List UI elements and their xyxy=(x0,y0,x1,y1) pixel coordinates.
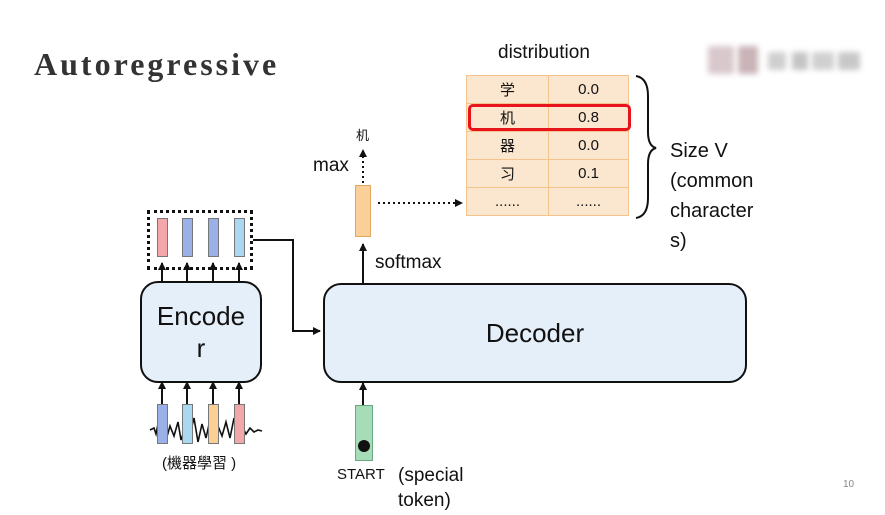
table-row: 器 0.0 xyxy=(466,131,629,160)
page-number: 10 xyxy=(843,479,855,490)
char-cell: 学 xyxy=(466,75,549,104)
input-vector-3 xyxy=(208,404,219,444)
start-note: (special token) xyxy=(398,465,464,511)
encoder-output-group xyxy=(147,210,253,270)
table-row: 学 0.0 xyxy=(466,75,629,104)
char-cell: ...... xyxy=(466,187,549,216)
encoder-output-vector-1 xyxy=(157,218,168,257)
slide-title: Autoregressive xyxy=(34,46,280,82)
input-caption: (機器學習 ) xyxy=(162,455,237,472)
encoder-block: Encode r xyxy=(140,281,262,383)
start-label: START xyxy=(337,466,385,483)
input-vector-4 xyxy=(234,404,245,444)
decoder-output-vector xyxy=(355,185,371,237)
max-output-char: 机 xyxy=(356,128,370,143)
distribution-label: distribution xyxy=(498,42,590,63)
decoder-block: Decoder xyxy=(323,283,747,383)
char-cell: 器 xyxy=(466,131,549,160)
encoder-output-vector-4 xyxy=(234,218,245,257)
encoder-output-vector-3 xyxy=(208,218,219,257)
encoder-output-vector-2 xyxy=(182,218,193,257)
vocab-size-label: Size V (common character s) xyxy=(670,140,754,252)
table-row: ...... ...... xyxy=(466,187,629,216)
prob-cell: 0.0 xyxy=(548,131,629,160)
highlighted-row-outline xyxy=(468,104,631,131)
max-label: max xyxy=(313,155,349,176)
input-vector-2 xyxy=(182,404,193,444)
prob-cell: 0.1 xyxy=(548,159,629,188)
table-row: 习 0.1 xyxy=(466,159,629,188)
distribution-table: 学 0.0 机 0.8 器 0.0 习 0.1 ...... ...... xyxy=(466,75,629,216)
prob-cell: 0.0 xyxy=(548,75,629,104)
start-token-dot xyxy=(358,440,370,452)
prob-cell: ...... xyxy=(548,187,629,216)
input-vector-1 xyxy=(157,404,168,444)
logo-watermark xyxy=(708,40,863,80)
softmax-label: softmax xyxy=(375,252,442,273)
start-token-vector xyxy=(355,405,373,461)
char-cell: 习 xyxy=(466,159,549,188)
prob-cell: 0.8 xyxy=(548,103,629,132)
